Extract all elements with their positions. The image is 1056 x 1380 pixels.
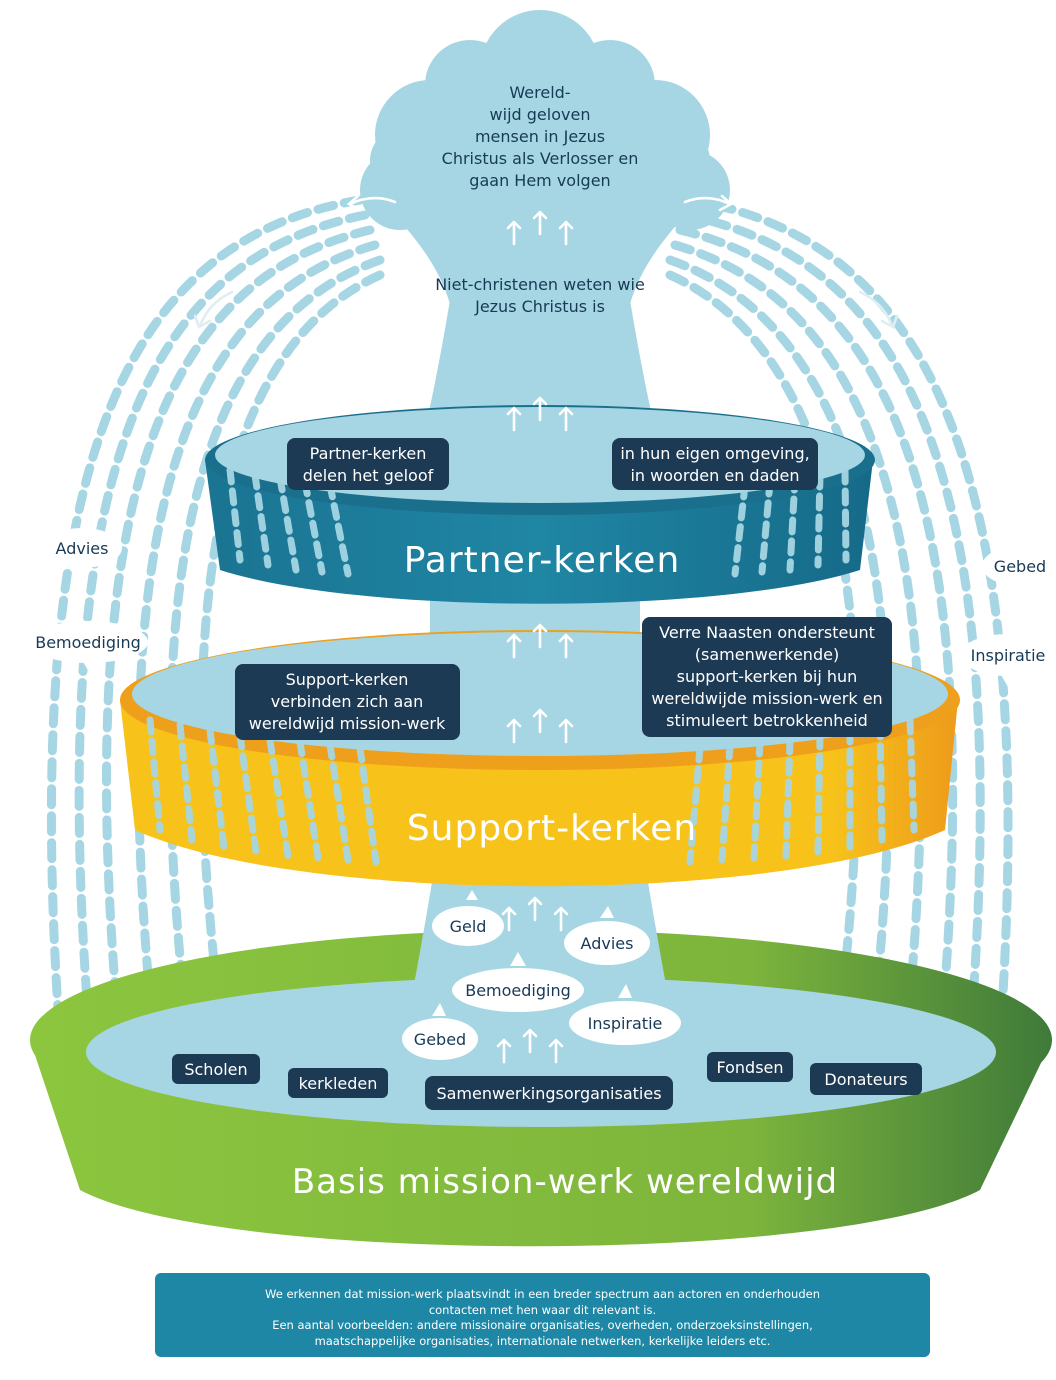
side-label-bemoediging: Bemoediging xyxy=(35,633,141,652)
cloud-top-line: Christus als Verlosser en xyxy=(442,149,639,168)
flow-label-gebed: Gebed xyxy=(414,1030,466,1049)
basis-item-fondsen: Fondsen xyxy=(707,1052,793,1082)
support-right-line: wereldwijde mission-werk en xyxy=(651,689,882,708)
note-line: maatschappelijke organisaties, internati… xyxy=(314,1333,771,1348)
side-label-advies: Advies xyxy=(56,539,109,558)
support-right-line: support-kerken bij hun xyxy=(677,667,858,686)
cloud-mid-text: Niet-christenen weten wie Jezus Christus… xyxy=(435,275,645,316)
note-line: We erkennen dat mission-werk plaatsvindt… xyxy=(265,1287,820,1301)
support-left-box: Support-kerken verbinden zich aan wereld… xyxy=(235,664,460,740)
side-bubble-bemoediging: Bemoediging xyxy=(28,621,148,674)
cloud-top-line: gaan Hem volgen xyxy=(469,171,610,190)
basis-title: Basis mission-werk wereldwijd xyxy=(292,1162,838,1202)
support-right-line: stimuleert betrokkenheid xyxy=(666,711,868,730)
side-label-gebed: Gebed xyxy=(994,557,1046,576)
flow-bubble-geld: Geld xyxy=(432,890,504,946)
flow-label-geld: Geld xyxy=(450,917,487,936)
note-line: Een aantal voorbeelden: andere missionai… xyxy=(272,1318,813,1332)
cloud xyxy=(360,10,730,330)
note-line: contacten met hen waar dit relevant is. xyxy=(428,1302,657,1317)
side-bubble-advies: Advies xyxy=(42,528,122,578)
basis-label-scholen: Scholen xyxy=(184,1060,247,1079)
support-right-line: (samenwerkende) xyxy=(695,645,839,664)
support-left-line: wereldwijd mission-werk xyxy=(249,714,446,733)
flow-bubble-inspiratie: Inspiratie xyxy=(569,984,681,1045)
info-note: We erkennen dat mission-werk plaatsvindt… xyxy=(155,1273,930,1357)
flow-bubble-gebed: Gebed xyxy=(402,1003,478,1060)
basis-label-kerkleden: kerkleden xyxy=(299,1074,378,1093)
support-right-line: Verre Naasten ondersteunt xyxy=(659,623,875,642)
basis-item-kerkleden: kerkleden xyxy=(288,1068,388,1098)
cloud-top-text: Wereld- wijd geloven mensen in Jezus Chr… xyxy=(442,83,639,190)
cloud-top-line: Wereld- xyxy=(509,83,570,102)
flow-bubble-bemoediging: Bemoediging xyxy=(452,952,584,1012)
flow-label-advies: Advies xyxy=(581,934,634,953)
ring-spill-dashes xyxy=(146,466,918,866)
basis-item-donateurs: Donateurs xyxy=(810,1063,922,1095)
cloud-mid-line: Jezus Christus is xyxy=(474,297,605,316)
partner-right-line: in hun eigen omgeving, xyxy=(620,444,809,463)
support-title: Support-kerken xyxy=(407,808,697,849)
partner-right-box: in hun eigen omgeving, in woorden en dad… xyxy=(612,438,818,490)
cloud-top-line: wijd geloven xyxy=(490,105,591,124)
partner-left-line: Partner-kerken xyxy=(310,444,427,463)
partner-left-box: Partner-kerken delen het geloof xyxy=(287,438,449,490)
flow-bubble-advies: Advies xyxy=(564,906,650,965)
side-bubble-gebed: Gebed xyxy=(982,546,1056,597)
side-label-inspiratie: Inspiratie xyxy=(971,646,1046,665)
basis-label-samenwerkingsorganisaties: Samenwerkingsorganisaties xyxy=(436,1084,661,1103)
flow-label-inspiratie: Inspiratie xyxy=(588,1014,663,1033)
partner-left-line: delen het geloof xyxy=(303,466,434,485)
basis-item-samenwerkingsorganisaties: Samenwerkingsorganisaties xyxy=(425,1076,673,1110)
basis-item-scholen: Scholen xyxy=(172,1054,260,1084)
flow-label-bemoediging: Bemoediging xyxy=(465,981,571,1000)
partner-title: Partner-kerken xyxy=(404,540,681,581)
cloud-curve-arrows xyxy=(193,194,899,329)
support-left-line: verbinden zich aan xyxy=(271,692,423,711)
support-left-line: Support-kerken xyxy=(286,670,409,689)
cloud-mid-line: Niet-christenen weten wie xyxy=(435,275,645,294)
basis-label-donateurs: Donateurs xyxy=(824,1070,907,1089)
partner-right-line: in woorden en daden xyxy=(630,466,799,485)
cloud-top-line: mensen in Jezus xyxy=(475,127,605,146)
side-bubble-inspiratie: Inspiratie xyxy=(960,634,1056,687)
basis-label-fondsen: Fondsen xyxy=(716,1058,783,1077)
support-right-box: Verre Naasten ondersteunt (samenwerkende… xyxy=(642,617,892,737)
